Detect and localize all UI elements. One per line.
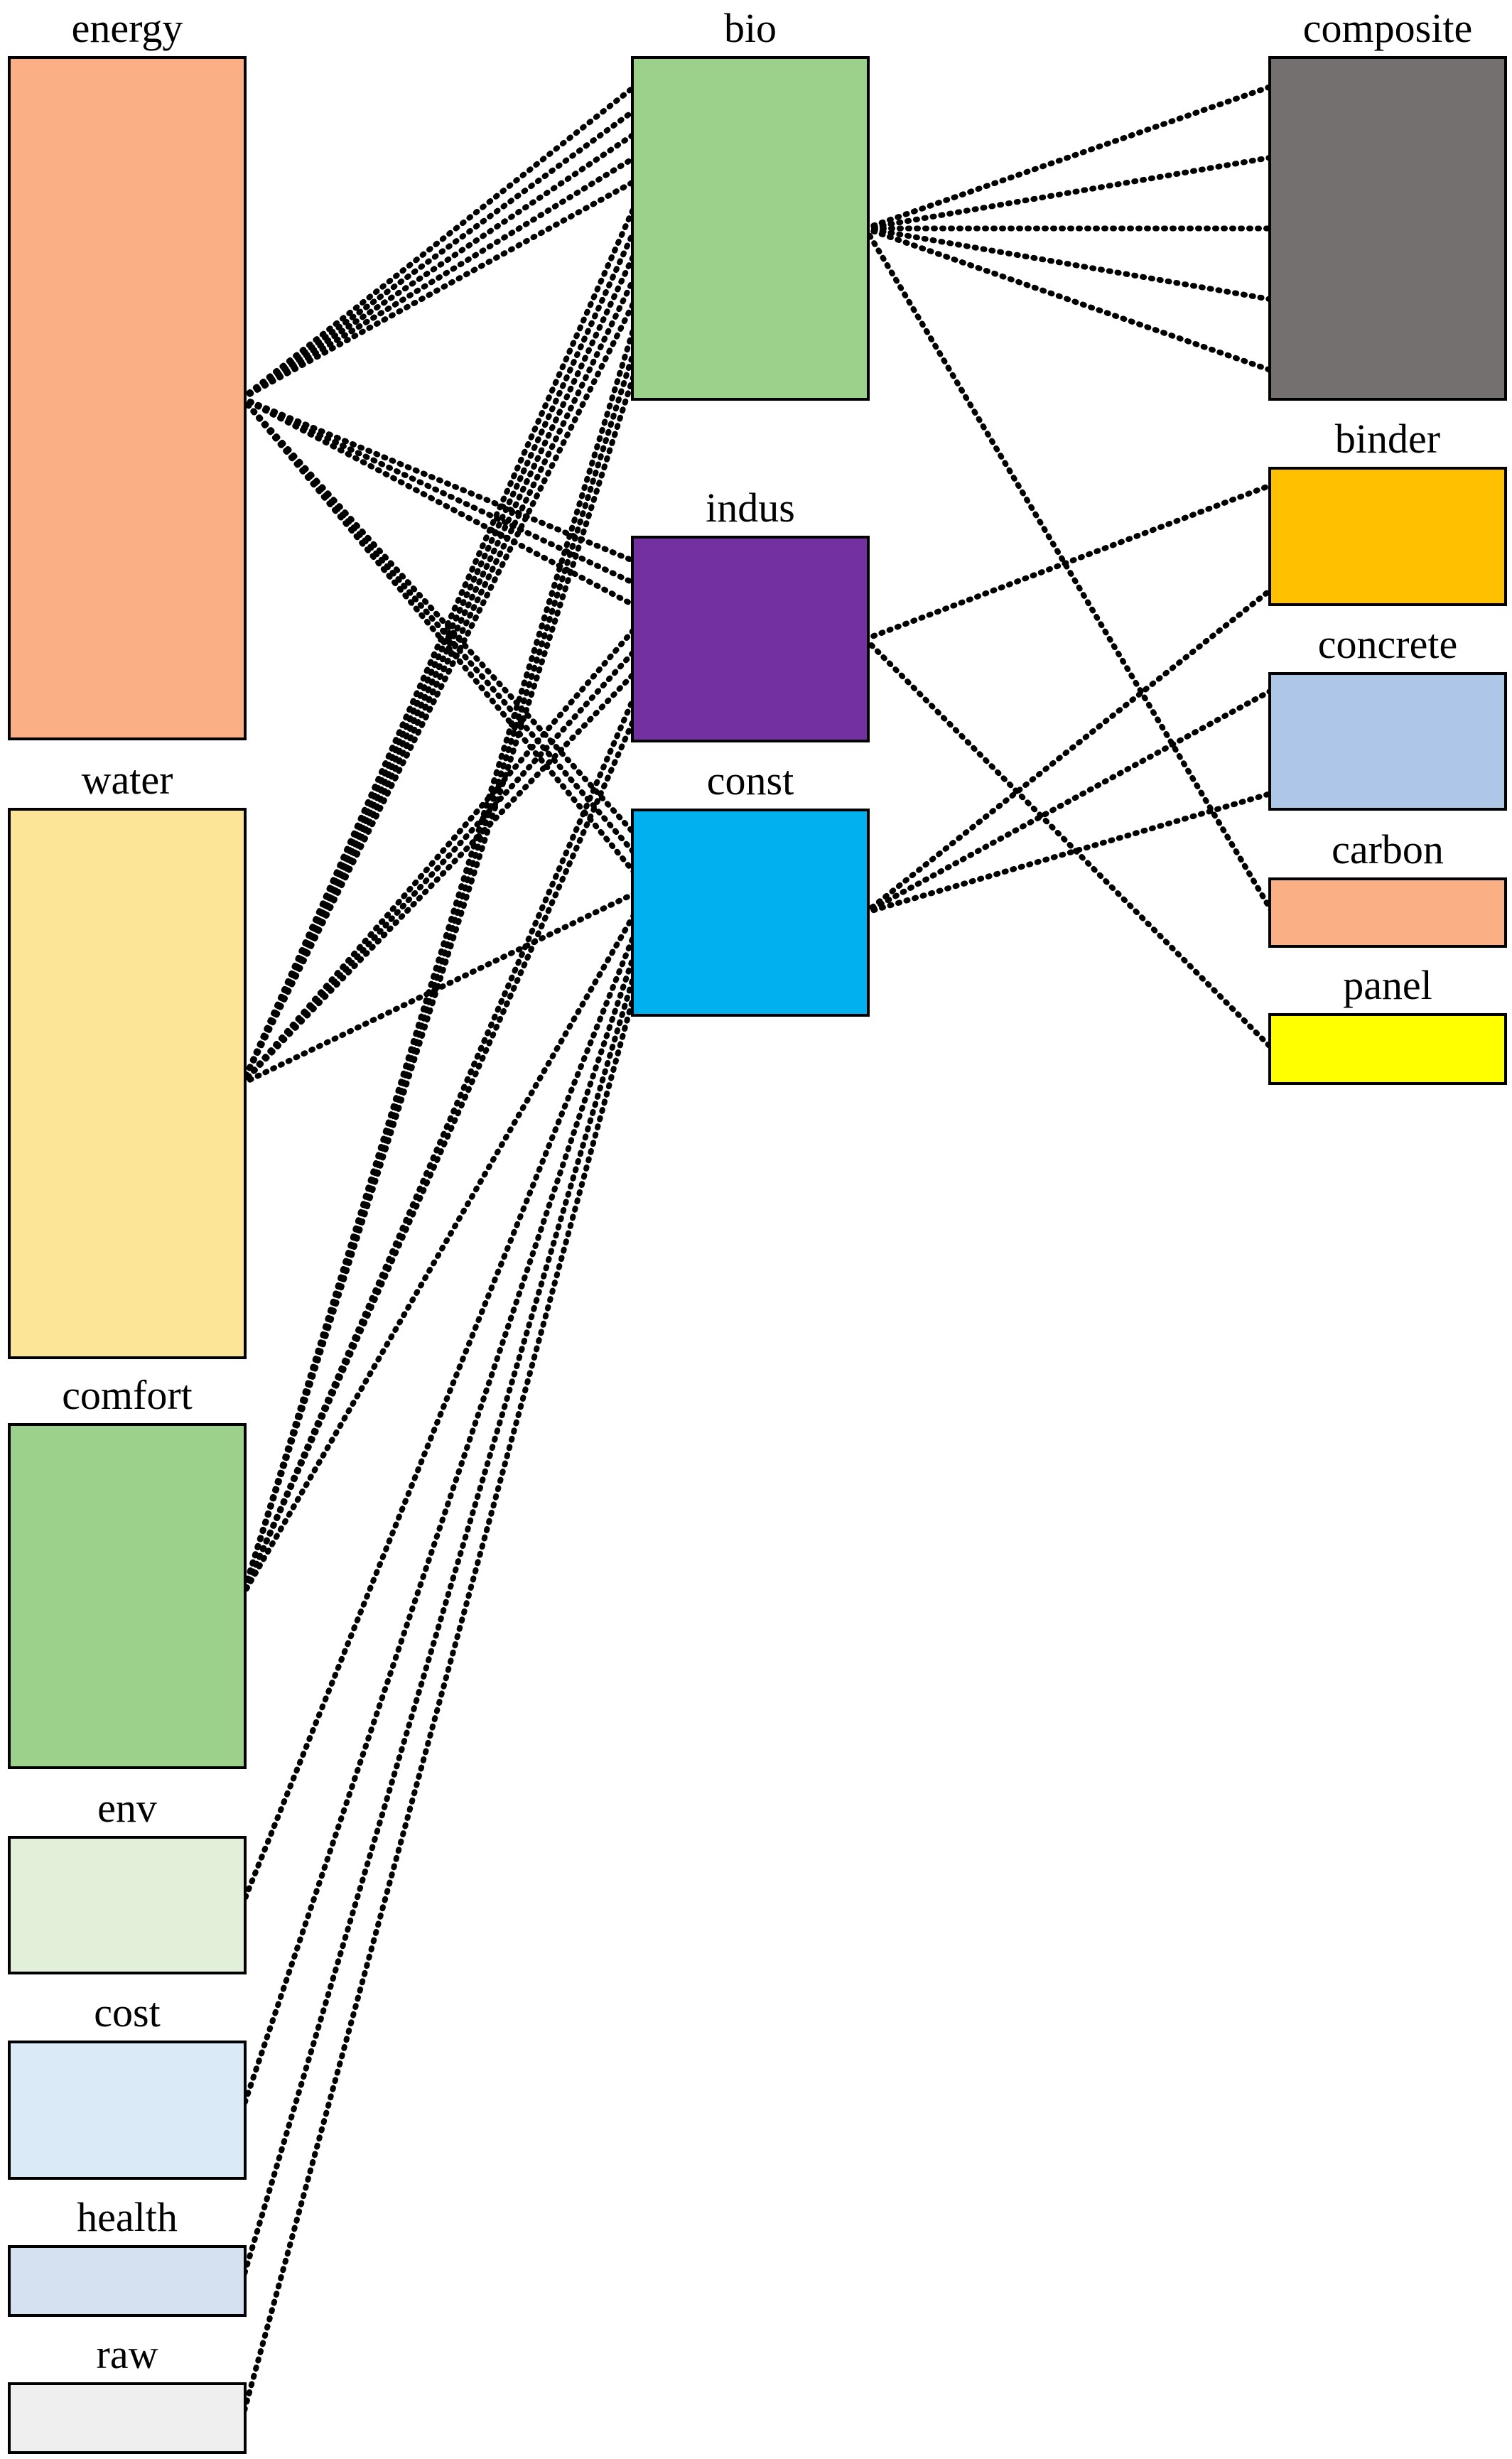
node-health: health bbox=[8, 2194, 247, 2317]
node-composite: composite bbox=[1268, 5, 1507, 401]
node-box-cost bbox=[8, 2041, 247, 2180]
link-bio-composite bbox=[863, 225, 1275, 374]
link-bio-composite bbox=[863, 83, 1275, 232]
link-indus-panel bbox=[863, 636, 1275, 1052]
link-health-const bbox=[239, 968, 638, 2284]
node-label-composite: composite bbox=[1303, 5, 1472, 51]
link-energy-indus bbox=[239, 395, 638, 609]
node-box-health bbox=[8, 2245, 247, 2317]
node-box-energy bbox=[8, 56, 247, 740]
link-comfort-bio bbox=[239, 344, 638, 1599]
node-label-indus: indus bbox=[706, 485, 795, 531]
node-box-raw bbox=[8, 2382, 247, 2454]
node-label-cost: cost bbox=[94, 1989, 160, 2036]
node-label-const: const bbox=[707, 757, 794, 804]
link-energy-bio bbox=[239, 83, 638, 401]
node-raw: raw bbox=[8, 2331, 247, 2454]
link-energy-indus bbox=[239, 395, 638, 565]
link-const-binder bbox=[863, 585, 1275, 916]
link-water-bio bbox=[239, 273, 638, 1086]
node-panel: panel bbox=[1268, 962, 1507, 1085]
link-cost-const bbox=[239, 949, 638, 2113]
node-label-raw: raw bbox=[97, 2331, 158, 2377]
node-box-concrete bbox=[1268, 672, 1507, 811]
nodes-layer: energy water comfort env cost health raw bio ind… bbox=[8, 5, 1507, 2454]
link-energy-const bbox=[239, 395, 638, 858]
node-cost: cost bbox=[8, 1989, 247, 2180]
link-indus-binder bbox=[863, 482, 1275, 642]
node-box-const bbox=[631, 809, 870, 1017]
link-comfort-indus bbox=[239, 713, 638, 1599]
link-water-indus bbox=[239, 647, 638, 1086]
link-bio-composite bbox=[863, 154, 1275, 232]
node-concrete: concrete bbox=[1268, 621, 1507, 811]
node-box-env bbox=[8, 1836, 247, 1974]
link-water-indus bbox=[239, 669, 638, 1086]
node-label-comfort: comfort bbox=[62, 1372, 193, 1418]
node-label-binder: binder bbox=[1335, 416, 1440, 462]
link-bio-composite bbox=[863, 225, 1275, 303]
node-binder: binder bbox=[1268, 416, 1507, 606]
link-comfort-const bbox=[239, 909, 638, 1599]
node-label-energy: energy bbox=[72, 5, 183, 51]
node-comfort: comfort bbox=[8, 1372, 247, 1769]
node-box-bio bbox=[631, 56, 870, 401]
link-energy-bio bbox=[239, 178, 638, 401]
node-indus: indus bbox=[631, 485, 870, 742]
link-comfort-bio bbox=[239, 368, 638, 1599]
link-const-concrete bbox=[863, 790, 1275, 916]
link-energy-bio bbox=[239, 130, 638, 401]
node-label-bio: bio bbox=[724, 5, 777, 51]
node-bio: bio bbox=[631, 5, 870, 401]
link-water-const bbox=[239, 890, 638, 1086]
link-water-indus bbox=[239, 625, 638, 1086]
link-water-bio bbox=[239, 296, 638, 1086]
node-env: env bbox=[8, 1785, 247, 1974]
node-box-panel bbox=[1268, 1013, 1507, 1085]
links-layer bbox=[239, 83, 1275, 2421]
node-label-carbon: carbon bbox=[1332, 826, 1444, 872]
node-label-concrete: concrete bbox=[1318, 621, 1457, 667]
node-const: const bbox=[631, 757, 870, 1017]
node-label-panel: panel bbox=[1343, 962, 1432, 1008]
link-energy-const bbox=[239, 395, 638, 838]
node-energy: energy bbox=[8, 5, 247, 740]
node-box-carbon bbox=[1268, 877, 1507, 948]
node-box-composite bbox=[1268, 56, 1507, 401]
link-energy-bio bbox=[239, 154, 638, 401]
node-box-indus bbox=[631, 536, 870, 742]
node-box-water bbox=[8, 808, 247, 1359]
link-bio-carbon bbox=[863, 225, 1275, 916]
link-raw-const bbox=[239, 988, 638, 2421]
node-box-binder bbox=[1268, 467, 1507, 606]
node-water: water bbox=[8, 757, 247, 1359]
node-carbon: carbon bbox=[1268, 826, 1507, 948]
node-label-env: env bbox=[97, 1785, 157, 1831]
link-energy-const bbox=[239, 395, 638, 877]
node-box-comfort bbox=[8, 1423, 247, 1769]
node-label-health: health bbox=[77, 2194, 178, 2240]
node-label-water: water bbox=[82, 757, 173, 803]
link-const-concrete bbox=[863, 686, 1275, 916]
